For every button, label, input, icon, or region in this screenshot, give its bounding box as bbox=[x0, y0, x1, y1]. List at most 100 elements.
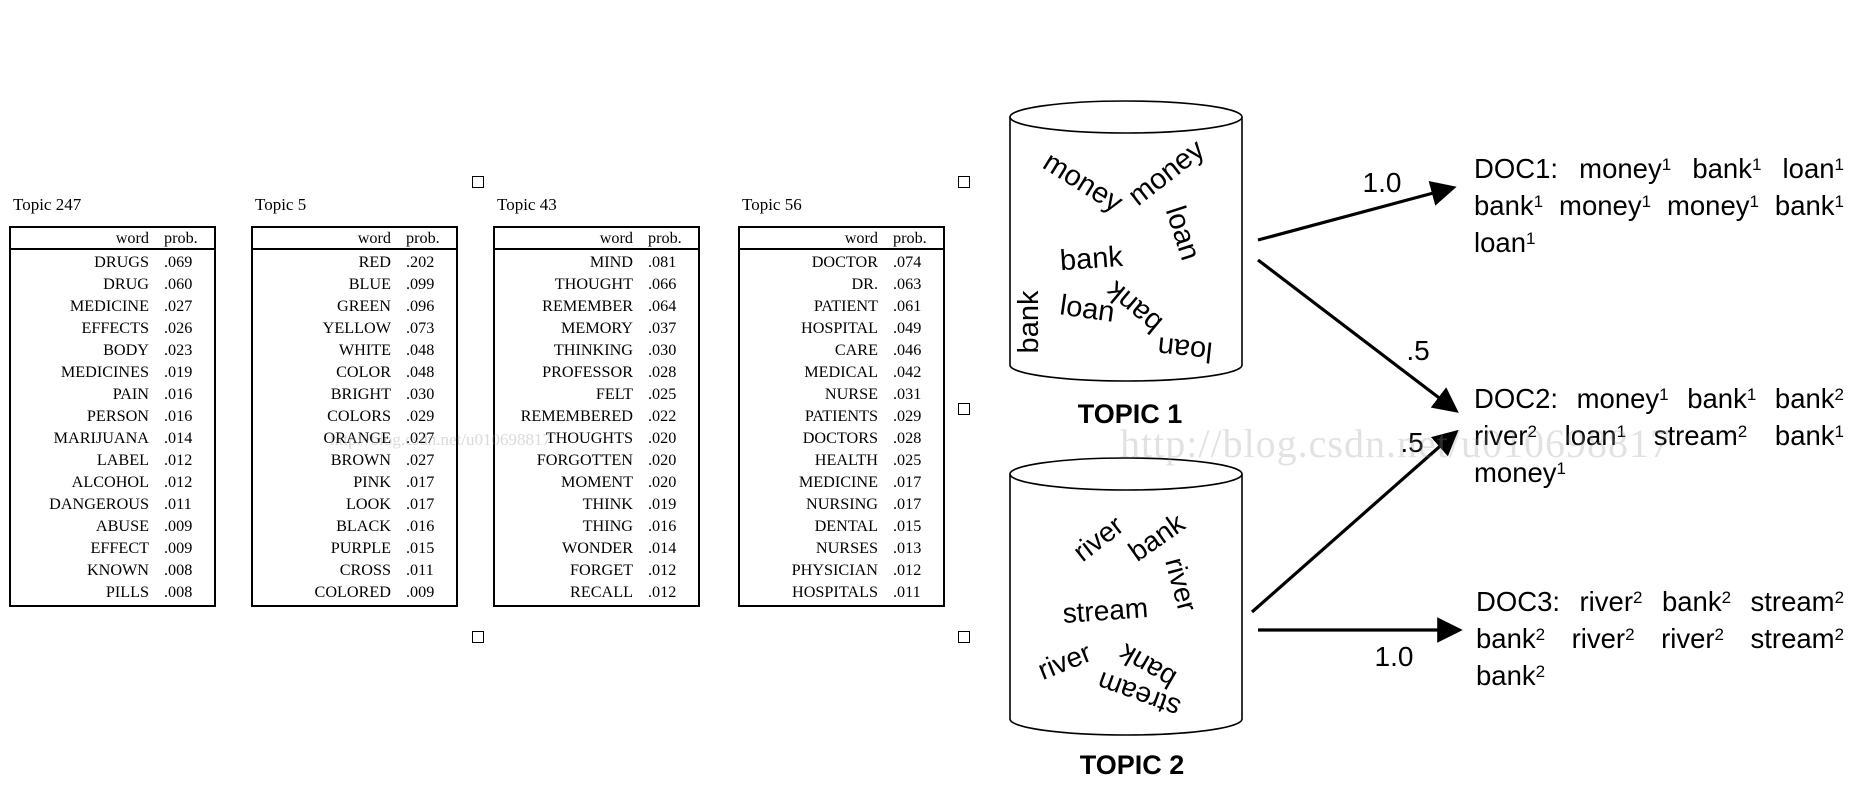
word-cell: FORGET bbox=[570, 561, 633, 579]
token-topic: 1 bbox=[1641, 192, 1652, 211]
token-word: bank bbox=[1474, 190, 1534, 221]
table-row: WHITE.048 bbox=[252, 339, 457, 361]
prob-cell: .060 bbox=[164, 275, 193, 293]
token-topic: 2 bbox=[1527, 422, 1537, 441]
prob-cell: .028 bbox=[893, 429, 922, 447]
prob-cell: .017 bbox=[893, 495, 922, 513]
doc-token: money1 bbox=[1559, 190, 1651, 221]
table-row: ABUSE.009 bbox=[10, 515, 215, 537]
word-cell: REMEMBERED bbox=[520, 407, 633, 425]
prob-cell: .028 bbox=[648, 363, 677, 381]
table-row: BLUE.099 bbox=[252, 273, 457, 295]
doc-token: river2 bbox=[1580, 586, 1643, 617]
token-topic: 1 bbox=[1746, 385, 1757, 404]
prob-cell: .048 bbox=[406, 363, 435, 381]
table-row: NURSES.013 bbox=[739, 537, 944, 559]
table-row: FELT.025 bbox=[494, 383, 699, 405]
table-row: KNOWN.008 bbox=[10, 559, 215, 581]
word-cell: BLUE bbox=[348, 275, 391, 293]
word-cell: CROSS bbox=[339, 561, 391, 579]
prob-cell: .027 bbox=[406, 451, 435, 469]
word-cell: BRIGHT bbox=[330, 385, 391, 403]
prob-cell: .074 bbox=[893, 253, 922, 271]
prob-cell: .020 bbox=[648, 429, 677, 447]
prob-header: prob. bbox=[393, 226, 457, 250]
token-topic: 1 bbox=[1659, 385, 1669, 404]
word-cell: FELT bbox=[595, 385, 633, 403]
selection-handle[interactable] bbox=[958, 631, 970, 643]
token-word: money bbox=[1576, 383, 1660, 414]
table-row: REMEMBER.064 bbox=[494, 295, 699, 317]
word-cell: WONDER bbox=[561, 539, 633, 557]
table-row: DENTAL.015 bbox=[739, 515, 944, 537]
prob-cell: .081 bbox=[648, 253, 677, 271]
edge-weight: 1.0 bbox=[1363, 167, 1402, 198]
selection-handle[interactable] bbox=[958, 176, 970, 188]
table-row: MIND .081 bbox=[494, 249, 699, 273]
token-word: bank bbox=[1661, 586, 1722, 617]
table-row: PHYSICIAN.012 bbox=[739, 559, 944, 581]
word-cell: MEDICINES bbox=[60, 363, 149, 381]
word-cell: DOCTORS bbox=[802, 429, 878, 447]
word-cell: PATIENT bbox=[813, 297, 878, 315]
table-title: Topic 56 bbox=[742, 195, 802, 214]
word-cell: MOMENT bbox=[561, 473, 633, 491]
word-cell: NURSING bbox=[806, 495, 878, 513]
table-row: RED.202 bbox=[252, 249, 457, 273]
doc-token: bank2 bbox=[1662, 586, 1731, 617]
table-row: BODY.023 bbox=[10, 339, 215, 361]
cyl-word: bank bbox=[1059, 241, 1124, 277]
prob-cell: .048 bbox=[406, 341, 435, 359]
doc-token: bank1 bbox=[1775, 190, 1844, 221]
table-row: HEALTH.025 bbox=[739, 449, 944, 471]
table-row: MEDICINE.027 bbox=[10, 295, 215, 317]
selection-handle[interactable] bbox=[958, 403, 970, 415]
doc-token: river2 bbox=[1661, 623, 1724, 654]
table-row: BRIGHT.030 bbox=[252, 383, 457, 405]
table-row: PAIN.016 bbox=[10, 383, 215, 405]
table-row: ORANGE.027 bbox=[252, 427, 457, 449]
word-cell: PURPLE bbox=[330, 539, 391, 557]
doc-label: DOC1: bbox=[1474, 153, 1559, 184]
prob-cell: .023 bbox=[164, 341, 193, 359]
doc-token: stream2 bbox=[1751, 586, 1845, 617]
prob-cell: .016 bbox=[164, 407, 193, 425]
word-header: word bbox=[739, 226, 880, 250]
cyl-word: loan bbox=[1156, 330, 1214, 368]
table-row: ALCOHOL.012 bbox=[10, 471, 215, 493]
word-header: word bbox=[10, 226, 151, 250]
prob-cell: .066 bbox=[648, 275, 677, 293]
token-word: stream bbox=[1750, 623, 1835, 654]
word-cell: THINK bbox=[582, 495, 633, 513]
table-row: MOMENT.020 bbox=[494, 471, 699, 493]
word-cell: HEALTH bbox=[814, 451, 878, 469]
table-row: MEMORY.037 bbox=[494, 317, 699, 339]
table-row: LABEL.012 bbox=[10, 449, 215, 471]
prob-cell: .017 bbox=[406, 495, 435, 513]
token-word: money bbox=[1666, 190, 1750, 221]
prob-cell: .046 bbox=[893, 341, 922, 359]
token-word: loan bbox=[1474, 227, 1526, 258]
selection-handle[interactable] bbox=[472, 631, 484, 643]
word-cell: MIND bbox=[589, 253, 633, 271]
prob-cell: .073 bbox=[406, 319, 435, 337]
word-cell: THOUGHT bbox=[554, 275, 633, 293]
table-row: HOSPITALS.011 bbox=[739, 581, 944, 606]
word-cell: ALCOHOL bbox=[71, 473, 149, 491]
selection-handle[interactable] bbox=[472, 176, 484, 188]
table-row: DRUG.060 bbox=[10, 273, 215, 295]
token-topic: 1 bbox=[1834, 192, 1845, 211]
table-row: THING.016 bbox=[494, 515, 699, 537]
token-word: bank bbox=[1476, 660, 1536, 691]
token-word: river bbox=[1579, 586, 1633, 617]
doc-token: loan1 bbox=[1783, 153, 1844, 184]
table-row: THOUGHTS.020 bbox=[494, 427, 699, 449]
doc-token: bank1 bbox=[1692, 153, 1761, 184]
token-topic: 1 bbox=[1834, 155, 1845, 174]
prob-cell: .069 bbox=[164, 253, 193, 271]
word-cell: THINKING bbox=[553, 341, 633, 359]
